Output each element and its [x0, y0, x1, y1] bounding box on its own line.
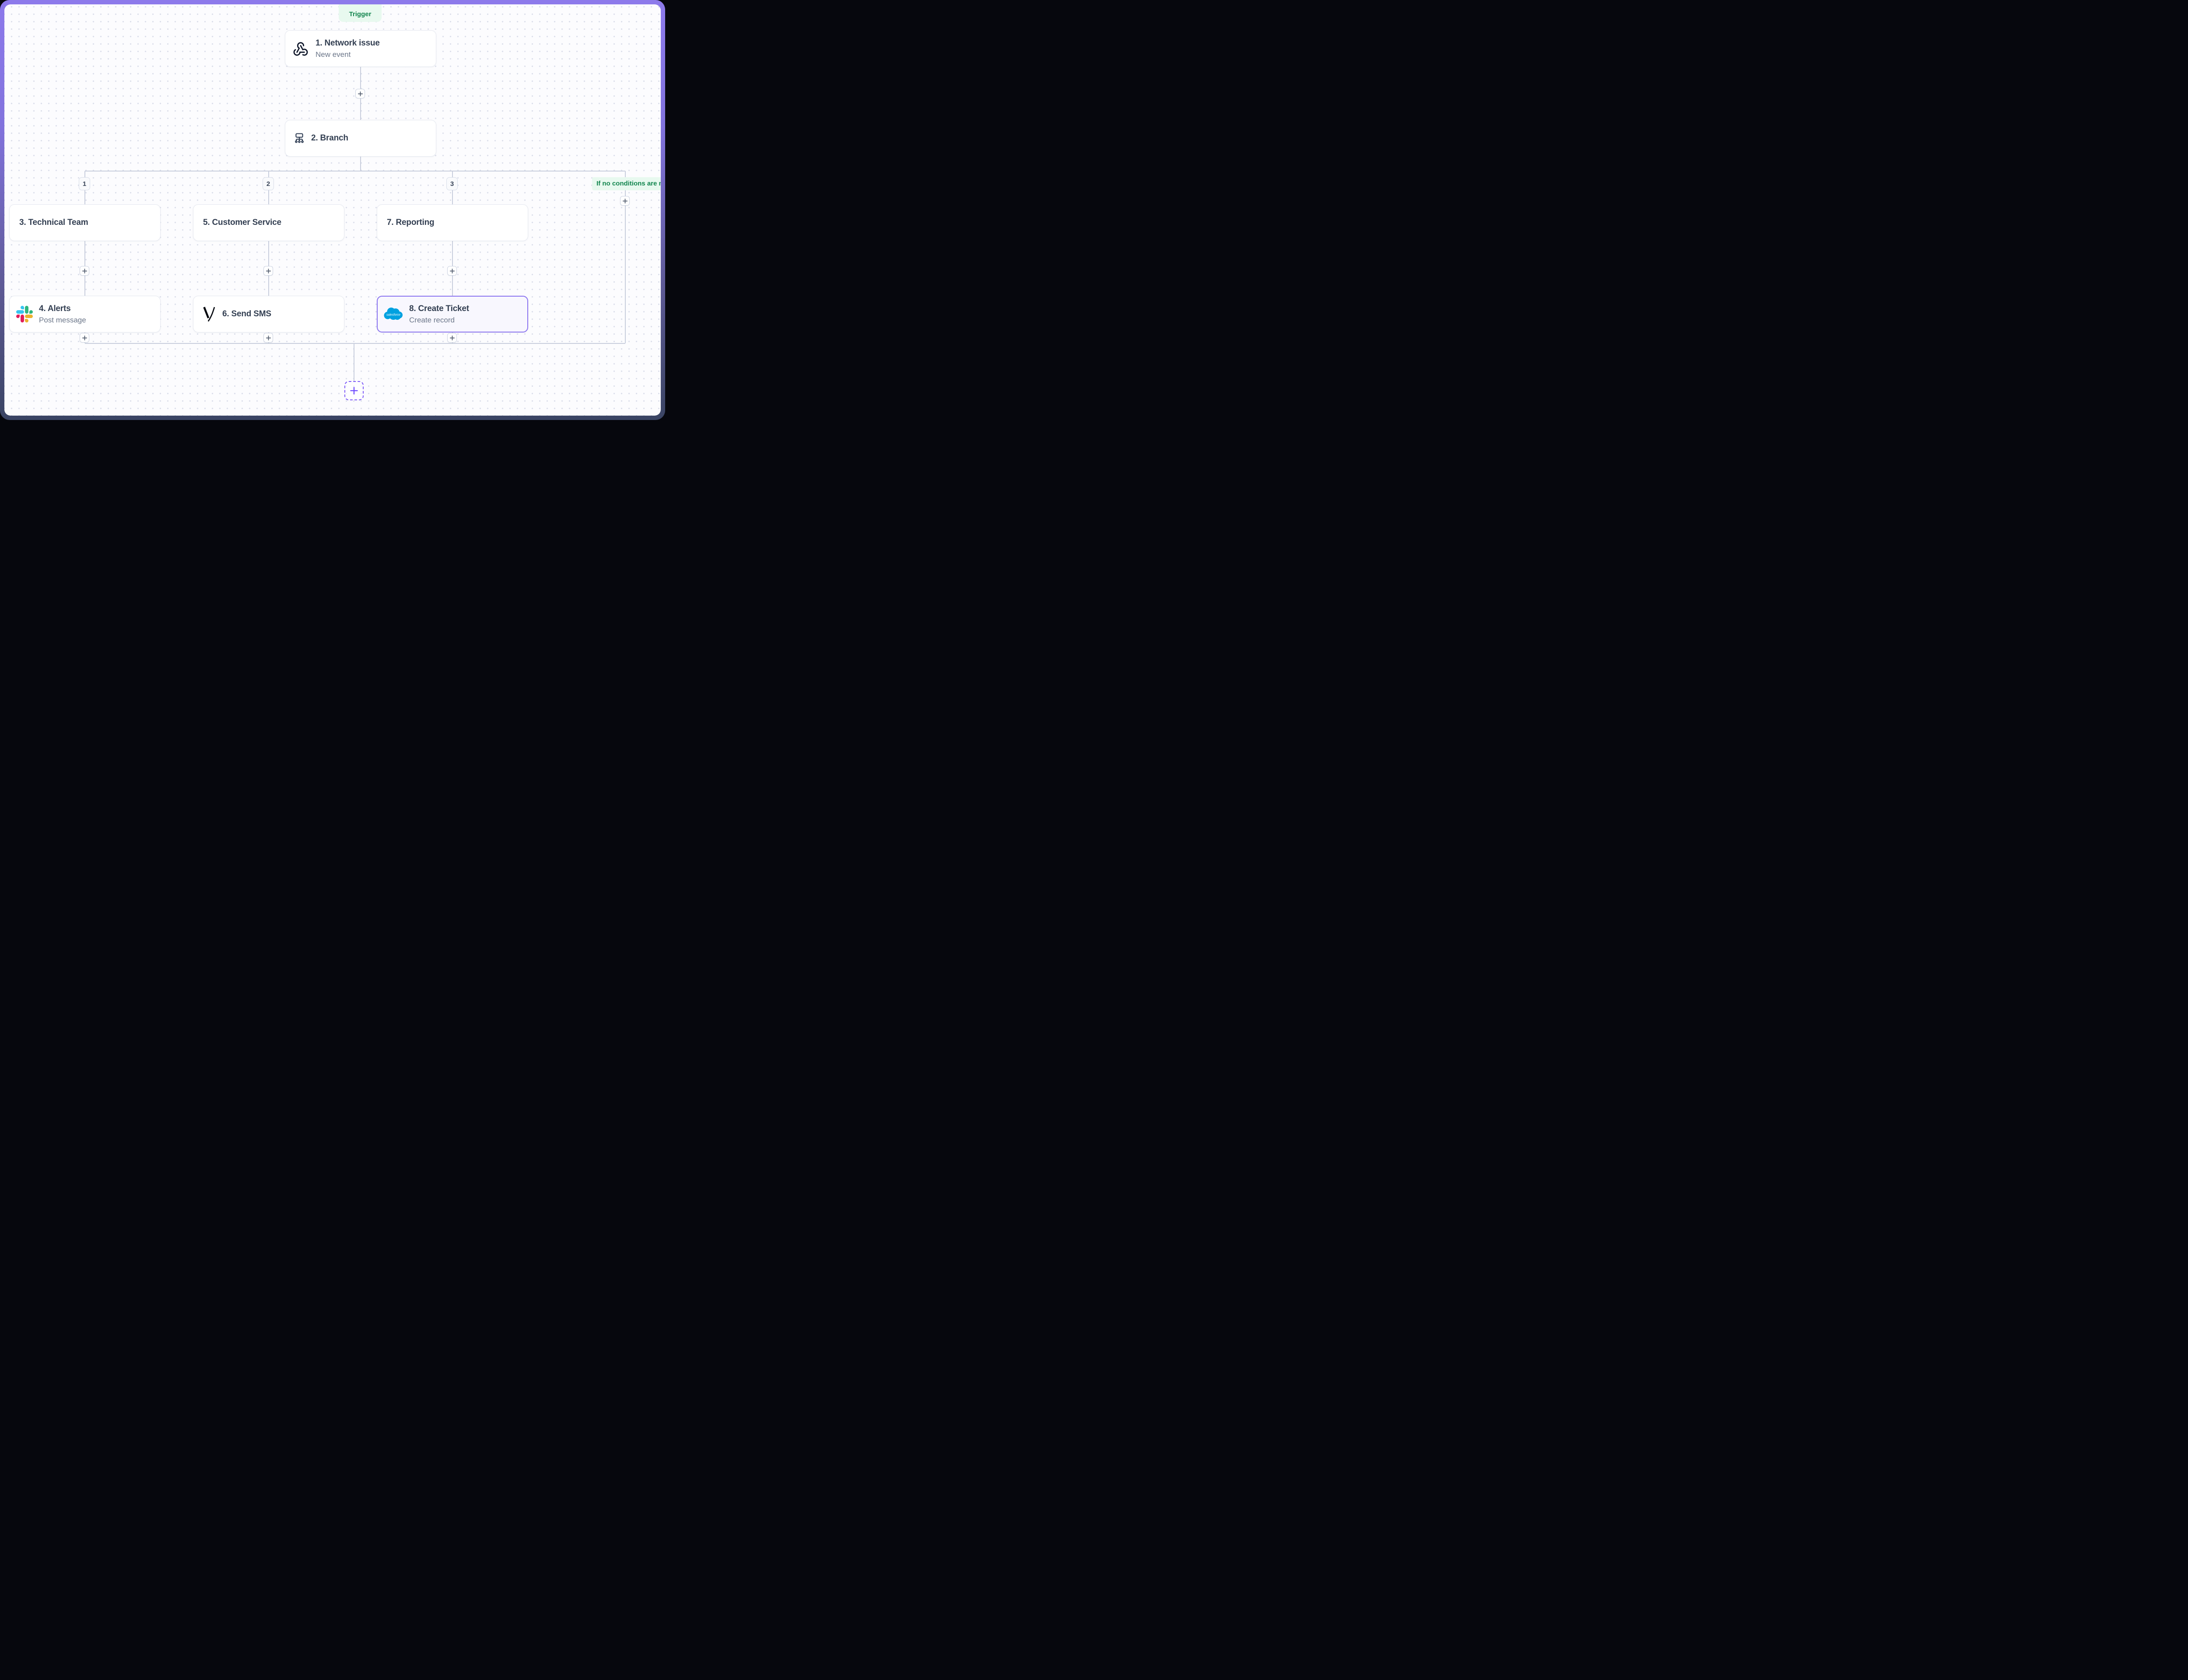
step-title: 2. Branch [311, 133, 348, 143]
add-step-button-branch1-end[interactable] [80, 333, 89, 343]
step-card-alerts[interactable]: 4. Alerts Post message [9, 296, 161, 332]
branch-badge-3: 3 [446, 177, 458, 190]
fallback-condition-label[interactable]: If no conditions are met [592, 177, 661, 190]
plus-icon [622, 198, 628, 203]
add-step-button-branch2[interactable] [263, 266, 273, 276]
add-step-button[interactable] [355, 89, 365, 98]
step-subtitle: Create record [409, 315, 455, 324]
webhook-icon [292, 40, 309, 57]
step-card-technical-team[interactable]: 3. Technical Team [9, 204, 161, 241]
step-title: 8. Create Ticket [409, 304, 469, 313]
step-title: 1. Network issue [316, 38, 380, 48]
merge-line [85, 343, 625, 344]
step-card-create-ticket[interactable]: salesforce 8. Create Ticket Create recor… [377, 296, 528, 332]
step-card-branch[interactable]: 2. Branch [285, 120, 436, 157]
step-card-send-sms[interactable]: 6. Send SMS [193, 296, 344, 332]
add-step-button-branch2-end[interactable] [263, 333, 273, 343]
branch-badge-2: 2 [263, 177, 274, 190]
step-card-network-issue[interactable]: 1. Network issue New event [285, 30, 436, 67]
step-subtitle: Post message [39, 315, 86, 324]
branch-badge-1: 1 [79, 177, 90, 190]
slack-icon [16, 306, 33, 322]
step-card-customer-service[interactable]: 5. Customer Service [193, 204, 344, 241]
salesforce-icon: salesforce [383, 306, 404, 322]
add-step-button-branch3-end[interactable] [447, 333, 457, 343]
step-card-reporting[interactable]: 7. Reporting [377, 204, 528, 241]
branch-badge-label: 2 [266, 180, 270, 188]
plus-icon [266, 268, 271, 273]
trigger-badge: Trigger [339, 4, 382, 22]
plus-icon [358, 91, 363, 96]
branch-icon [293, 132, 305, 144]
plus-icon [449, 268, 455, 273]
step-title: 4. Alerts [39, 304, 71, 313]
vonage-icon [202, 305, 216, 323]
step-title: 7. Reporting [387, 218, 435, 227]
fallback-branch-line [625, 171, 626, 343]
branch-split-line [85, 171, 625, 172]
step-subtitle: New event [316, 50, 351, 59]
workflow-canvas[interactable]: Trigger 1. Network issue New event [4, 4, 661, 416]
connector-branch-split [360, 157, 361, 171]
branch-badge-label: 3 [450, 180, 454, 188]
plus-icon [266, 335, 271, 340]
canvas-frame: Trigger 1. Network issue New event [0, 0, 665, 420]
step-title: 6. Send SMS [222, 309, 271, 318]
step-title: 5. Customer Service [203, 218, 281, 227]
trigger-badge-label: Trigger [349, 10, 372, 18]
add-step-button-fallback[interactable] [620, 196, 630, 206]
add-step-button-branch3[interactable] [447, 266, 457, 276]
plus-icon [82, 335, 87, 340]
add-final-step-button[interactable] [344, 381, 364, 400]
step-title: 3. Technical Team [19, 218, 88, 227]
salesforce-wordmark: salesforce [386, 314, 400, 317]
add-step-button-branch1[interactable] [80, 266, 89, 276]
fallback-condition-text: If no conditions are met [596, 180, 661, 187]
plus-icon [449, 335, 455, 340]
plus-icon [82, 268, 87, 273]
branch-badge-label: 1 [82, 180, 87, 188]
plus-icon [350, 387, 358, 395]
